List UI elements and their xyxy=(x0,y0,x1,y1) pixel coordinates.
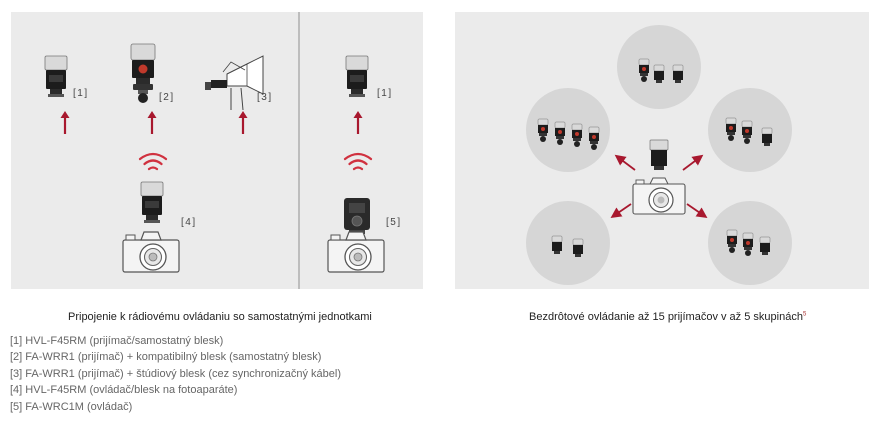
tag-5: [5] xyxy=(386,217,402,228)
arrow-up-icon xyxy=(237,109,249,136)
studio-flash-icon xyxy=(205,55,264,111)
legend-item: [2] FA-WRR1 (prijímač) + kompatibilný bl… xyxy=(10,351,322,364)
radio-signal-icon xyxy=(138,152,168,171)
center-flash-icon xyxy=(649,139,669,170)
camera-icon xyxy=(122,231,180,273)
wrr1-flash-icon xyxy=(130,43,156,103)
flash-receiver-icon xyxy=(345,55,369,98)
tag-1-left: [1] xyxy=(73,88,89,99)
arrow-up-icon xyxy=(146,109,158,136)
left-caption-text: Pripojenie k rádiovému ovládaniu so samo… xyxy=(68,311,372,323)
camera-icon xyxy=(327,231,385,273)
tag-2: [2] xyxy=(159,92,175,103)
right-diagram-panel xyxy=(455,12,869,289)
left-diagram-panel: [1] [2] [3] [4] [1] [5] xyxy=(11,12,423,289)
radio-signal-icon xyxy=(343,152,373,171)
direction-arrows xyxy=(610,154,708,219)
tag-4: [4] xyxy=(181,217,197,228)
legend-item: [5] FA-WRC1M (ovládač) xyxy=(10,400,133,413)
legend-item: [4] HVL-F45RM (ovládač/blesk na fotoapar… xyxy=(10,384,238,397)
right-figure-caption: Bezdrôtové ovládanie až 15 prijímačov v … xyxy=(529,311,806,323)
legend-item: [1] HVL-F45RM (prijímač/samostatný blesk… xyxy=(10,335,224,347)
receiver-group-lower-right xyxy=(708,201,792,285)
receiver-group-upper-right xyxy=(708,88,792,172)
panel-divider xyxy=(298,12,300,289)
legend-item: [3] FA-WRR1 (prijímač) + štúdiový blesk … xyxy=(10,367,342,380)
receiver-group-top xyxy=(617,25,701,109)
footnote-ref[interactable]: 5 xyxy=(802,311,807,318)
group-control-diagram xyxy=(526,25,792,285)
legend-list: [1] HVL-F45RM (prijímač/samostatný blesk… xyxy=(10,333,341,415)
commander-icon xyxy=(344,198,370,234)
arrow-up-icon xyxy=(59,109,71,136)
left-figure-caption: Pripojenie k rádiovému ovládaniu so samo… xyxy=(68,311,372,323)
receiver-group-upper-left xyxy=(526,88,610,172)
flash-receiver-icon xyxy=(44,55,68,98)
tag-1-right: [1] xyxy=(377,88,393,99)
center-camera-icon xyxy=(632,177,686,215)
flash-on-camera-icon xyxy=(140,181,164,224)
radio-control-diagram: [1] [2] [3] [4] [1] [5] xyxy=(44,43,402,273)
tag-3: [3] xyxy=(257,92,273,103)
right-caption-text: Bezdrôtové ovládanie až 15 prijímačov v … xyxy=(529,311,803,323)
receiver-group-lower-left xyxy=(526,201,610,285)
arrow-up-icon xyxy=(352,109,364,136)
